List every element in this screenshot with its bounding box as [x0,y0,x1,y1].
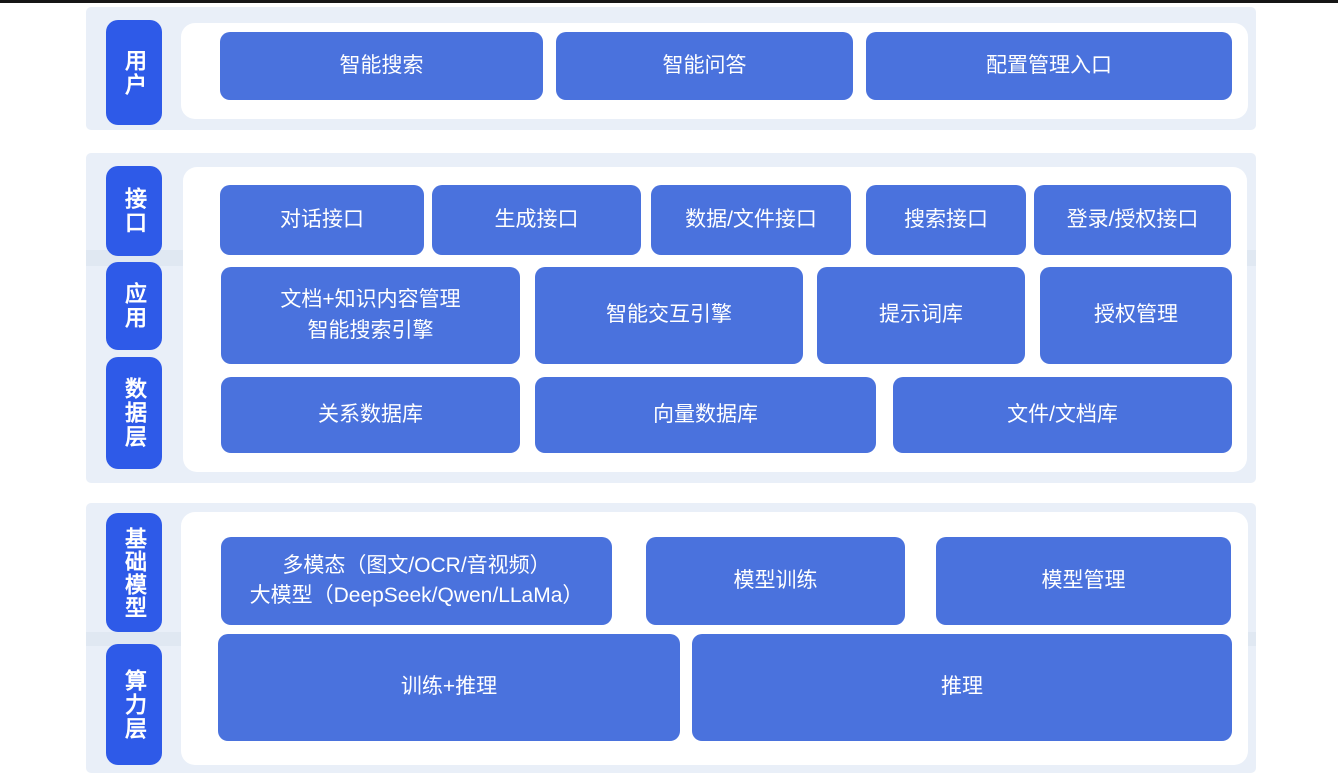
layer-label-base-model: 基础模型 [106,513,162,632]
box-data-file-interface: 数据/文件接口 [651,185,851,255]
bottom-rule [0,0,1338,3]
layer-label-data-layer: 数据层 [106,357,162,469]
box-dialog-interface: 对话接口 [220,185,424,255]
box-prompt-library: 提示词库 [817,267,1025,364]
box-vector-database: 向量数据库 [535,377,876,453]
box-doc-knowledge-search-engine: 文档+知识内容管理 智能搜索引擎 [221,267,520,364]
box-login-auth-interface: 登录/授权接口 [1034,185,1231,255]
box-multimodal-large-model: 多模态（图文/OCR/音视频） 大模型（DeepSeek/Qwen/LLaMa） [221,537,612,625]
box-model-management: 模型管理 [936,537,1231,625]
box-smart-interaction-engine: 智能交互引擎 [535,267,803,364]
box-model-training: 模型训练 [646,537,905,625]
box-generation-interface: 生成接口 [432,185,641,255]
box-relational-database: 关系数据库 [221,377,520,453]
layer-label-compute-layer: 算力层 [106,644,162,765]
box-search-interface: 搜索接口 [866,185,1026,255]
box-smart-qa: 智能问答 [556,32,853,100]
box-file-document-store: 文件/文档库 [893,377,1232,453]
box-inference: 推理 [692,634,1232,741]
box-config-management-entry: 配置管理入口 [866,32,1232,100]
layer-label-interface: 接口 [106,166,162,256]
box-smart-search: 智能搜索 [220,32,543,100]
layer-label-application: 应用 [106,262,162,350]
box-auth-management: 授权管理 [1040,267,1232,364]
box-training-plus-inference: 训练+推理 [218,634,680,741]
layer-label-user: 用户 [106,20,162,125]
